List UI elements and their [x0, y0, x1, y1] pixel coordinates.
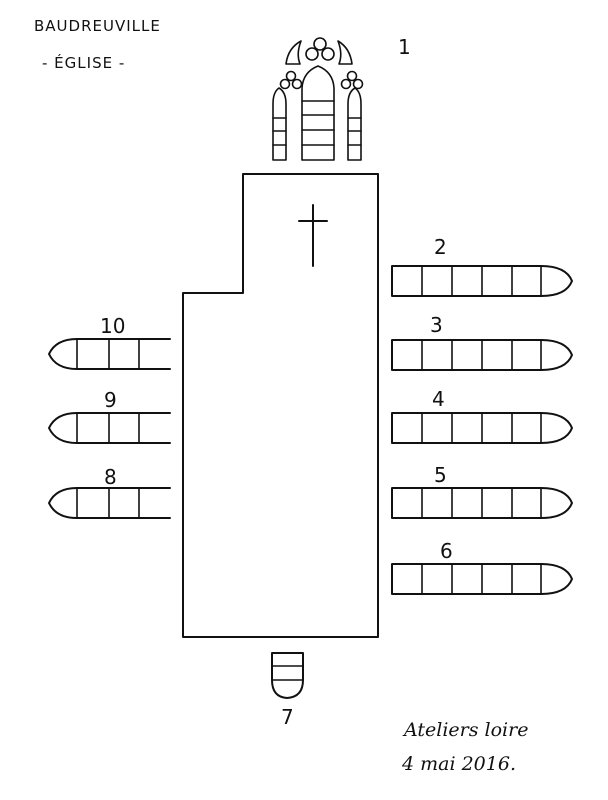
window-6	[391, 563, 573, 595]
window-1-right-lancet	[347, 87, 362, 161]
window-1-left-lancet	[272, 87, 287, 161]
window-number-5: 5	[434, 463, 447, 487]
window-10	[48, 338, 171, 370]
signature-line-1: Ateliers loire	[402, 719, 528, 741]
window-number-3: 3	[430, 313, 443, 337]
window-4	[391, 412, 573, 444]
window-number-1: 1	[398, 35, 411, 59]
window-3	[391, 339, 573, 371]
window-number-9: 9	[104, 388, 117, 412]
window-1	[272, 37, 364, 161]
window-5	[391, 487, 573, 519]
building-name: - ÉGLISE -	[42, 53, 125, 72]
window-9	[48, 412, 171, 444]
window-number-8: 8	[104, 465, 117, 489]
window-1-tracery	[279, 37, 364, 90]
signature-line-2: 4 mai 2016.	[401, 753, 516, 775]
window-8	[48, 487, 171, 519]
cross-icon	[298, 204, 328, 267]
window-number-4: 4	[432, 387, 445, 411]
window-number-2: 2	[434, 235, 447, 259]
window-7	[271, 652, 304, 699]
town-name: BAUDREUVILLE	[34, 17, 161, 35]
window-2	[391, 265, 573, 297]
window-number-7: 7	[281, 705, 294, 729]
church-outline	[182, 173, 379, 638]
window-number-6: 6	[440, 539, 453, 563]
window-1-center-lancet	[301, 65, 335, 161]
window-number-10: 10	[100, 314, 125, 338]
